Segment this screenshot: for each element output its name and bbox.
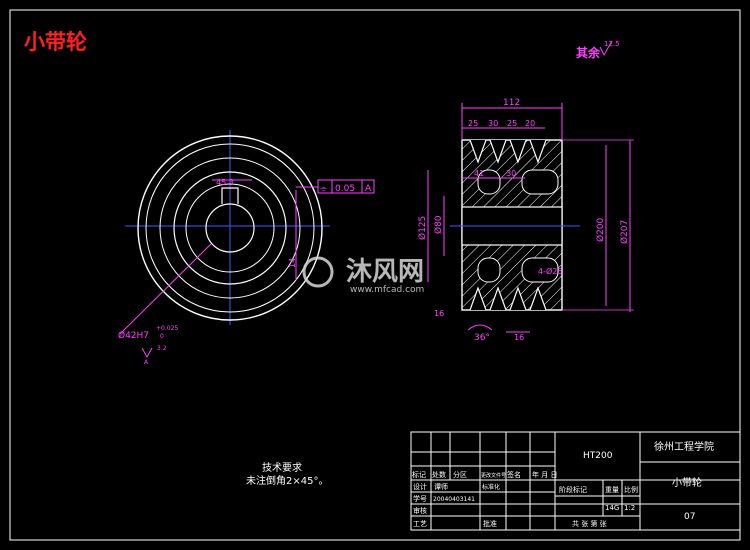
dim-hole: 4-Ø25 — [538, 266, 562, 276]
tech-req-line1: 未注倒角2×45°。 — [246, 474, 328, 487]
tb-scale: 1:2 — [624, 504, 635, 512]
front-view: 45.3 14 ⌯ 0.05 A Ø42H7 +0.025 0 3.2 A — [118, 130, 375, 366]
tb-student-no: 20040403141 — [433, 496, 475, 503]
bore-dim-leader — [119, 243, 212, 335]
top-grooves — [469, 139, 547, 164]
web-hole-top-left — [477, 169, 501, 195]
sheet-border — [9, 9, 741, 541]
bore-dim: Ø42H7 — [118, 330, 149, 341]
watermark-url: www.mfcad.com — [350, 285, 424, 295]
dim-inner-a: 41 — [474, 169, 484, 178]
groove-pitch-2: 30 — [488, 119, 498, 128]
tb-sign: 签名 — [507, 470, 521, 479]
bottom-grooves — [469, 286, 547, 311]
hub-inner-circle — [185, 183, 275, 273]
tb-school: 徐州工程学院 — [654, 440, 714, 453]
tech-req-title: 技术要求 — [262, 461, 302, 474]
groove-pitch-3: 25 — [507, 119, 517, 128]
groove-pitch-1: 25 — [468, 119, 478, 128]
tb-count: 处数 — [432, 470, 446, 479]
web-hole-bottom-right — [521, 257, 559, 283]
web-circle — [159, 157, 301, 299]
flatness-symbol-icon: ⌯ — [320, 184, 328, 194]
groove-pitch-4: 20 — [525, 119, 535, 128]
datum-letter: A — [144, 359, 149, 366]
dim-d125: Ø125 — [417, 216, 428, 240]
watermark: 沐风网 www.mfcad.com — [302, 256, 424, 295]
drawing-title: 小带轮 — [24, 30, 87, 54]
tb-process: 工艺 — [413, 520, 427, 528]
groove-circle — [145, 143, 315, 313]
dim-keyway: 45.3 — [216, 178, 234, 187]
tb-design: 设计 — [413, 482, 427, 491]
tb-scale-label: 比例 — [624, 485, 638, 494]
roughness-note-label: 其余 — [576, 45, 601, 60]
roughness-note-value: 12.5 — [604, 40, 620, 48]
tb-date: 年 月 日 — [532, 470, 557, 479]
web-hole-top-right — [521, 169, 559, 195]
tb-drawing-no: 07 — [684, 512, 695, 522]
roughness-symbol-icon — [599, 40, 613, 57]
dim-angle-arc — [467, 324, 493, 331]
tb-material: HT200 — [583, 451, 613, 461]
dim-total: 112 — [503, 98, 520, 108]
hub-outer-circle — [173, 171, 287, 285]
web-hole-bottom-left — [477, 257, 501, 283]
bore-tol-upper: +0.025 — [156, 325, 178, 332]
dim-d200: Ø200 — [595, 217, 606, 242]
roughness-small-icon — [141, 347, 153, 359]
bore-circle — [205, 203, 255, 253]
dim-d80: Ø80 — [433, 215, 444, 234]
tb-standard: 标准化 — [482, 483, 500, 491]
tb-mark: 标记 — [412, 470, 426, 479]
watermark-logo-icon — [302, 256, 334, 288]
tb-approve: 批准 — [483, 519, 497, 528]
dim-groove-bottom: 16 — [514, 333, 524, 342]
dim-inner-b: 30 — [506, 169, 516, 178]
keyway — [221, 187, 239, 204]
roughness-note: 其余 12.5 — [576, 40, 620, 60]
tb-zone: 分区 — [453, 470, 467, 479]
title-block-text: HT200 徐州工程学院 小带轮 07 标记 处数 分区 更改文件号 签名 年 … — [412, 440, 714, 528]
tb-review: 审核 — [413, 506, 427, 515]
dim-left-bottom: 16 — [434, 309, 444, 318]
outer-rim-circle — [137, 135, 323, 321]
tb-weight: 14G — [605, 504, 619, 512]
flatness-datum: A — [365, 184, 372, 194]
roughness-small: 3.2 — [157, 345, 167, 352]
tb-designer: 谭师 — [434, 482, 448, 491]
flatness-frame — [317, 179, 375, 194]
tb-sheet-info: 共 张 第 张 — [572, 519, 607, 528]
flatness-value: 0.05 — [335, 184, 355, 194]
title-block — [410, 431, 741, 531]
title-block-frame — [410, 431, 741, 531]
tb-stage-label: 阶段标记 — [559, 485, 587, 494]
dim-angle: 36° — [474, 333, 490, 343]
tb-doc-no: 更改文件号 — [481, 472, 506, 479]
dim-d207: Ø207 — [619, 220, 630, 244]
dim-hub: 14 — [288, 258, 297, 268]
tb-student-no-label: 学号 — [413, 494, 427, 503]
tb-weight-label: 重量 — [605, 486, 619, 494]
watermark-brand: 沐风网 — [346, 257, 424, 287]
bore-tol-lower: 0 — [160, 333, 164, 340]
tb-part-name: 小带轮 — [672, 476, 702, 489]
section-view: 112 25 30 25 20 41 30 Ø125 Ø80 Ø200 Ø207… — [417, 98, 634, 343]
